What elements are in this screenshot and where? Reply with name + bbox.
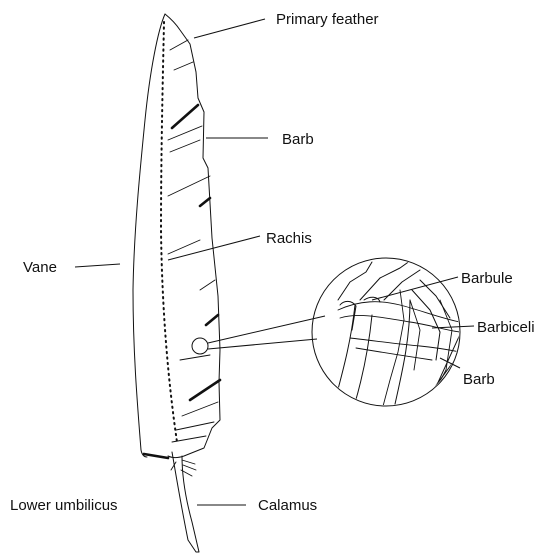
label-vane: Vane [23,259,57,276]
vane-outline-left [133,14,165,457]
leader-lines [75,19,474,505]
rachis [161,22,177,442]
label-barb-upper: Barb [282,131,314,148]
label-primary-feather: Primary feather [276,11,379,28]
label-barb-inset: Barb [463,371,495,388]
magnify-spot [192,338,208,354]
magnify-line-bottom [208,339,317,349]
calamus [172,452,199,552]
label-barbiceli: Barbiceli [477,319,535,336]
vane-outline-right [165,14,220,458]
inset-detail [330,258,462,425]
vane-bottom [144,454,168,458]
inset-circle [312,258,460,406]
label-rachis: Rachis [266,230,312,247]
barbule-inset [312,258,462,425]
label-calamus: Calamus [258,497,317,514]
label-lower-umbilicus: Lower umbilicus [10,497,118,514]
magnify-line-top [208,316,325,343]
feather [133,14,220,552]
label-barbule: Barbule [461,270,513,287]
